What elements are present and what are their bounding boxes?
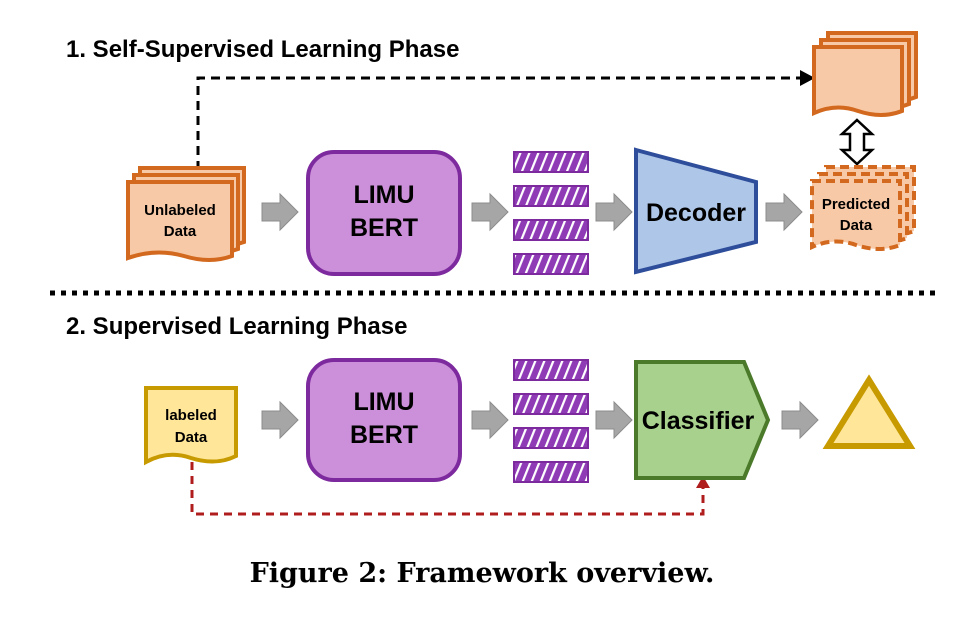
reconstruction-path <box>196 76 800 170</box>
framework-diagram: 1. Self-Supervised Learning Phase Unlabe… <box>50 31 936 516</box>
classifier-label: Classifier <box>642 407 755 435</box>
predicted-data-stack: Predicted Data <box>810 165 916 251</box>
classifier-block <box>634 360 771 480</box>
phase2-title: 2. Supervised Learning Phase <box>66 313 407 340</box>
prediction-triangle-icon <box>822 374 916 449</box>
label-supervision-path <box>190 462 705 516</box>
unlabeled-data-label-line1: Unlabeled <box>144 202 216 219</box>
decoder-block <box>634 147 758 275</box>
label-supervision-arrowhead <box>696 476 710 488</box>
flow-arrow <box>595 192 633 232</box>
compare-arrow <box>838 118 876 166</box>
original-data-stack <box>812 31 918 117</box>
flow-arrow <box>781 400 819 440</box>
feature-representations <box>513 151 589 275</box>
unlabeled-data-label-line2: Data <box>164 223 197 240</box>
flow-arrow <box>261 400 299 440</box>
labeled-data-doc: labeled Data <box>144 386 238 466</box>
flow-arrow <box>471 192 509 232</box>
predicted-data-label-line2: Data <box>840 217 873 234</box>
flow-arrow <box>765 192 803 232</box>
flow-arrow <box>261 192 299 232</box>
limu-bert-block-supervised <box>306 358 462 482</box>
reconstruction-arrowhead <box>800 70 815 86</box>
phase1-title: 1. Self-Supervised Learning Phase <box>66 36 459 63</box>
limu-bert-block <box>306 150 462 276</box>
flow-arrow <box>471 400 509 440</box>
limu-bert-supervised-label-line1: LIMU <box>353 388 414 416</box>
limu-bert-label-line1: LIMU <box>353 181 414 209</box>
feature-representations-supervised <box>513 359 589 483</box>
flow-arrow <box>595 400 633 440</box>
limu-bert-label-line2: BERT <box>350 214 418 242</box>
labeled-data-label-line2: Data <box>175 429 208 446</box>
unlabeled-data-stack: Unlabeled Data <box>126 166 246 262</box>
limu-bert-supervised-label-line2: BERT <box>350 421 418 449</box>
predicted-data-label-line1: Predicted <box>822 196 890 213</box>
labeled-data-label-line1: labeled <box>165 407 217 424</box>
figure-caption: Figure 2: Framework overview. <box>249 558 715 589</box>
decoder-label: Decoder <box>646 199 746 227</box>
